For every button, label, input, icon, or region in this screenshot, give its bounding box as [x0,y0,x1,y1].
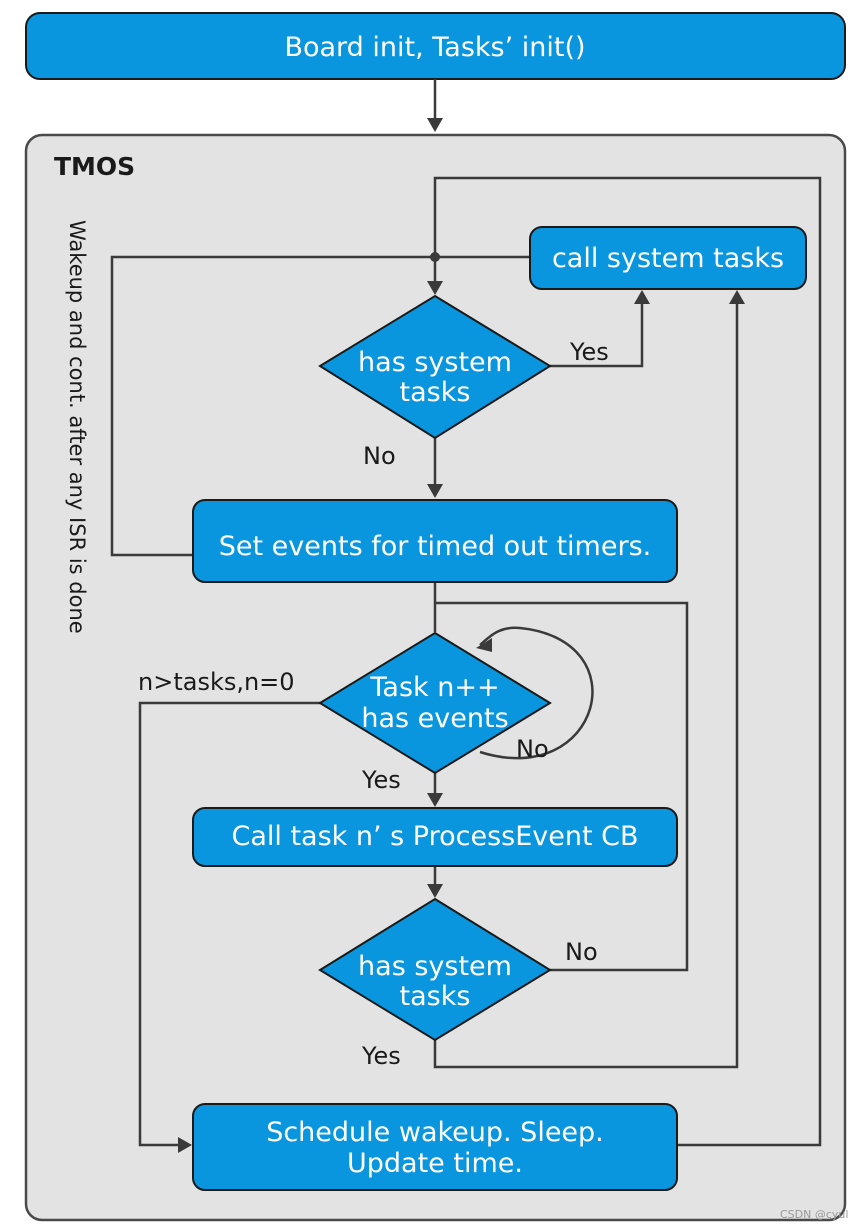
call-system-tasks-label: call system tasks [552,243,784,274]
edge-label-no-1: No [363,442,396,470]
edge-label-no-loop: No [516,735,549,763]
edge-label-yes-2: Yes [361,766,401,794]
connector-n-reset-to-schedule [138,701,320,1147]
schedule-wakeup-box [192,1103,678,1191]
has-system-tasks-decision-2 [318,897,552,1042]
arrowhead [427,793,443,807]
arrowhead [729,290,745,304]
task-has-events-decision [318,631,552,775]
arrowhead [427,281,443,295]
connector-yes-to-call-system-2 [433,304,739,1069]
decision-1-line-2: tasks [400,377,471,408]
connector-task-self-loop [479,626,594,760]
board-init-label: Board init, Tasks’ init() [284,32,585,63]
decision-3-line-2: tasks [400,981,471,1012]
decision-3-line-1: has system [358,951,512,982]
edge-label-yes-3: Yes [361,1042,401,1070]
has-system-tasks-decision-1 [318,294,552,440]
edge-label-yes-1: Yes [569,338,609,366]
watermark: CSDN @cyul [780,1208,848,1221]
edge-label-n-reset: n>tasks,n=0 [138,668,295,696]
edge-label-no-2: No [565,938,598,966]
decision-1-line-1: has system [358,347,512,378]
arrowhead [178,1137,192,1153]
call-system-tasks-box [529,226,807,290]
set-events-box [192,499,678,583]
tmos-title: TMOS [54,152,135,181]
set-events-label: Set events for timed out timers. [219,531,651,562]
call-process-event-box [192,807,678,867]
wakeup-side-label: Wakeup and cont. after any ISR is done [65,220,89,634]
schedule-wakeup-line-2: Update time. [347,1148,523,1179]
connector-set-events-loop-back [110,255,435,557]
arrowhead [634,290,650,304]
arrowhead [427,884,443,898]
schedule-wakeup-line-1: Schedule wakeup. Sleep. [266,1117,604,1148]
arrowhead [427,118,443,132]
arrowhead [427,484,443,498]
call-process-event-label: Call task n’ s ProcessEvent CB [231,821,638,852]
decision-2-line-1: Task n++ [369,672,499,703]
arrowhead [476,638,492,652]
connector-no-to-task-check [435,601,689,972]
connector-yes-to-call-system [550,304,644,368]
connector-schedule-loop-back [433,176,822,1147]
decision-2-line-2: has events [361,703,508,734]
